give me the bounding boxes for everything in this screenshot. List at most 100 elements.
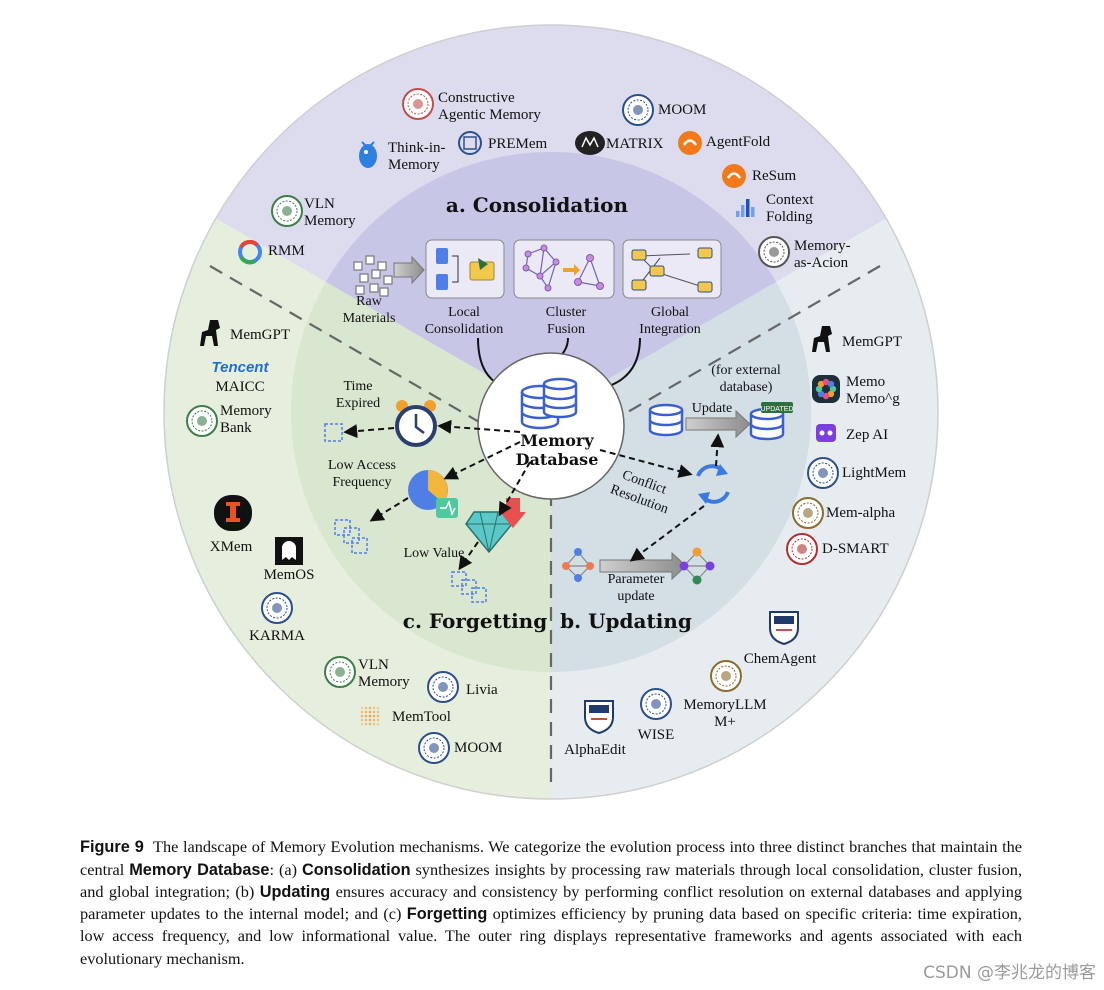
caption-body: The landscape of Memory Evolution mechan… [80,837,1022,967]
global-integration-label-1: Global [651,305,689,320]
forgetting-arrows [343,419,531,571]
framework-label-ctx: Folding [766,209,813,225]
university-seal-icon [786,533,818,565]
updated-network-icon [679,547,715,585]
university-seal-icon [271,195,303,227]
framework-label-karma: KARMA [249,628,305,644]
robot-icon [816,424,836,442]
university-seal-icon [792,497,824,529]
alibaba-icon [678,131,702,155]
university-seal-icon [807,457,839,489]
framework-label-vln2: VLN [358,657,389,673]
emblem-icon [458,131,482,155]
pie-gauge-icon [408,470,458,518]
memory-database-label-1: Memory [520,431,594,450]
global-integration-label-2: Integration [639,322,700,337]
framework-label-memtool: MemTool [392,709,451,725]
external-note-1: (for external [711,363,781,378]
raw-materials-label-1: Raw [356,294,383,309]
framework-label-lightmem: LightMem [842,465,906,481]
framework-label-livia: Livia [466,682,498,698]
framework-label-memgpt2: MemGPT [842,334,902,350]
framework-label-memllm: M+ [714,714,736,730]
framework-label-memos: MemOS [264,567,315,583]
global-integration-box [622,239,722,299]
framework-label-membank: Memory [220,403,272,419]
bird-icon [359,141,377,168]
framework-label-vln1: VLN [304,196,335,212]
memory-database-label-2: Database [516,450,599,469]
document-icon [436,274,448,290]
caption-keyword: Forgetting [406,905,488,924]
university-seal-icon [418,732,450,764]
parameter-update-arrow [599,551,687,581]
university-seal-icon [758,236,790,268]
framework-label-think: Memory [388,157,440,173]
sector-dividers [209,265,881,785]
llama-icon [812,326,832,352]
seal-icon [402,88,434,120]
database-icon [520,377,578,430]
alibaba-icon [722,164,746,188]
framework-label-mem-act: Memory- [794,238,851,254]
low-value-blocks-icon [451,571,487,603]
framework-label-membank: Bank [220,420,252,436]
shield-icon [584,700,614,735]
framework-label-rmm: RMM [268,243,305,259]
university-seal-icon [427,671,459,703]
forgetting-title: c. Forgetting [403,609,547,633]
low-value-label: Low Value [404,546,465,561]
time-expired-label-2: Expired [336,396,380,411]
caption-keyword: Consolidation [301,860,411,879]
updating-title: b. Updating [560,609,692,633]
framework-label-zep: Zep AI [846,427,888,443]
local-consolidation-box [425,239,505,299]
low-frequency-blocks-icon [334,519,368,554]
svg-text:Tencent: Tencent [212,359,270,376]
university-seal-icon [186,405,218,437]
csdn-watermark: CSDN @李兆龙的博客 [923,963,1096,983]
shield-icon [769,611,799,646]
update-arrow [685,409,751,439]
ghost-icon [275,537,303,565]
alarm-clock-icon [395,400,437,447]
university-seal-icon [710,660,742,692]
caption-keyword: Updating [259,882,331,901]
caption-text: ensures accuracy and consistency by perf… [80,881,1022,924]
figure-caption: Figure 9 The landscape of Memory Evoluti… [80,836,1022,970]
framework-label-memo: Memo [846,374,885,390]
local-consolidation-label-1: Local [448,305,480,320]
tencent-wordmark-icon: Tencent [212,359,270,376]
raw-materials-icon [353,255,393,297]
framework-label-cam: Constructive [438,90,515,106]
framework-label-dsmart: D-SMART [822,541,889,557]
illinois-icon [214,495,252,531]
framework-label-think: Think-in- [388,140,446,156]
framework-label-memo: Memo^g [846,391,900,407]
llama-icon [200,320,220,346]
figure-number: Figure 9 [80,838,144,857]
document-icon [436,248,448,264]
low-frequency-label-1: Low Access [328,458,396,473]
caption-text: optimizes efficiency by pruning data bas… [80,904,1023,968]
time-expired-label-1: Time [343,379,372,394]
university-seal-icon [261,592,293,624]
caption-keyword: Memory Database [129,860,270,879]
dots-icon [360,706,380,726]
framework-label-vln1: Memory [304,213,356,229]
framework-label-moom2: MOOM [454,740,502,756]
low-frequency-label-2: Frequency [332,475,391,490]
framework-label-maicc: MAICC [215,379,264,395]
framework-label-agentfold: AgentFold [706,134,771,150]
expired-block-icon [324,423,343,442]
framework-label-memalpha: Mem-alpha [826,505,895,521]
framework-label-wise: WISE [638,727,675,743]
framework-label-resum: ReSum [752,168,797,184]
framework-label-cam: Agentic Memory [438,107,541,123]
sync-arrowheads [698,464,728,504]
framework-label-memgpt1: MemGPT [230,327,290,343]
framework-label-xmem: XMem [210,539,253,555]
flower-icon [812,375,840,403]
update-label: Update [692,401,732,416]
